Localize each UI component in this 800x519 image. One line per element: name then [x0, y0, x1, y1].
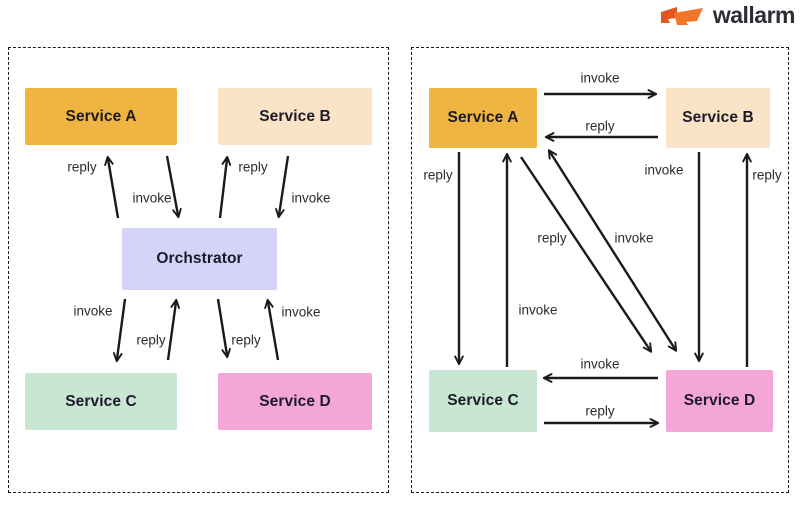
arrow-d-to-orch-invoke — [264, 298, 280, 361]
edge-label-b-to-orch-invoke: invoke — [291, 190, 331, 206]
edge-label-a-to-orch-invoke: invoke — [132, 190, 172, 206]
node-orchestrator: Orchstrator — [122, 228, 277, 290]
node-service-b-left: Service B — [218, 88, 372, 145]
wallarm-logo-icon — [660, 7, 703, 25]
edge-label-orch-to-b-reply: reply — [238, 159, 268, 175]
edge-label-d-to-b-reply: reply — [752, 167, 782, 183]
node-service-b-right: Service B — [666, 88, 770, 148]
arrow-a-to-orch-invoke — [165, 155, 182, 219]
edge-label-d-to-orch-invoke: invoke — [281, 304, 321, 320]
edge-label-c-to-a-invoke: invoke — [518, 302, 558, 318]
wallarm-logo-text: wallarm — [712, 2, 796, 28]
node-service-d-left: Service D — [218, 373, 372, 430]
edge-label-c-to-orch-reply: reply — [136, 332, 166, 348]
arrow-orch-to-a-reply — [104, 155, 120, 219]
wallarm-logo: wallarm — [660, 2, 796, 28]
node-service-a-right: Service A — [429, 88, 537, 148]
node-service-c-right: Service C — [429, 370, 537, 432]
orchestration-panel — [8, 47, 389, 493]
edge-label-c-to-d-reply: reply — [585, 403, 615, 419]
edge-label-b-to-a-reply: reply — [585, 118, 615, 134]
node-service-a-left: Service A — [25, 88, 177, 145]
edge-label-orch-to-a-reply: reply — [67, 159, 97, 175]
arrow-c-to-orch-reply — [166, 298, 181, 361]
edge-label-orch-to-d-reply: reply — [231, 332, 261, 348]
edge-label-d-to-c-invoke: invoke — [580, 356, 620, 372]
edge-label-orch-to-c-invoke: invoke — [73, 303, 113, 319]
arrow-orch-to-b-reply — [218, 155, 232, 219]
edge-label-a-to-d-invoke: invoke — [614, 230, 654, 246]
node-service-d-right: Service D — [666, 370, 773, 432]
edge-label-a-to-b-invoke: invoke — [580, 70, 620, 86]
arrow-orch-to-d-reply — [216, 298, 231, 359]
arrow-a-to-d-invoke-diagonal — [547, 149, 678, 352]
arrow-orch-to-c-invoke — [112, 298, 127, 363]
edge-label-a-to-c-reply: reply — [423, 167, 453, 183]
choreography-panel — [411, 47, 789, 493]
arrow-a-to-d-reply-diagonal — [520, 156, 653, 353]
arrow-b-to-orch-invoke — [275, 155, 290, 219]
edge-label-b-to-d-invoke: invoke — [644, 162, 684, 178]
node-service-c-left: Service C — [25, 373, 177, 430]
edge-label-a-to-d-reply: reply — [537, 230, 567, 246]
